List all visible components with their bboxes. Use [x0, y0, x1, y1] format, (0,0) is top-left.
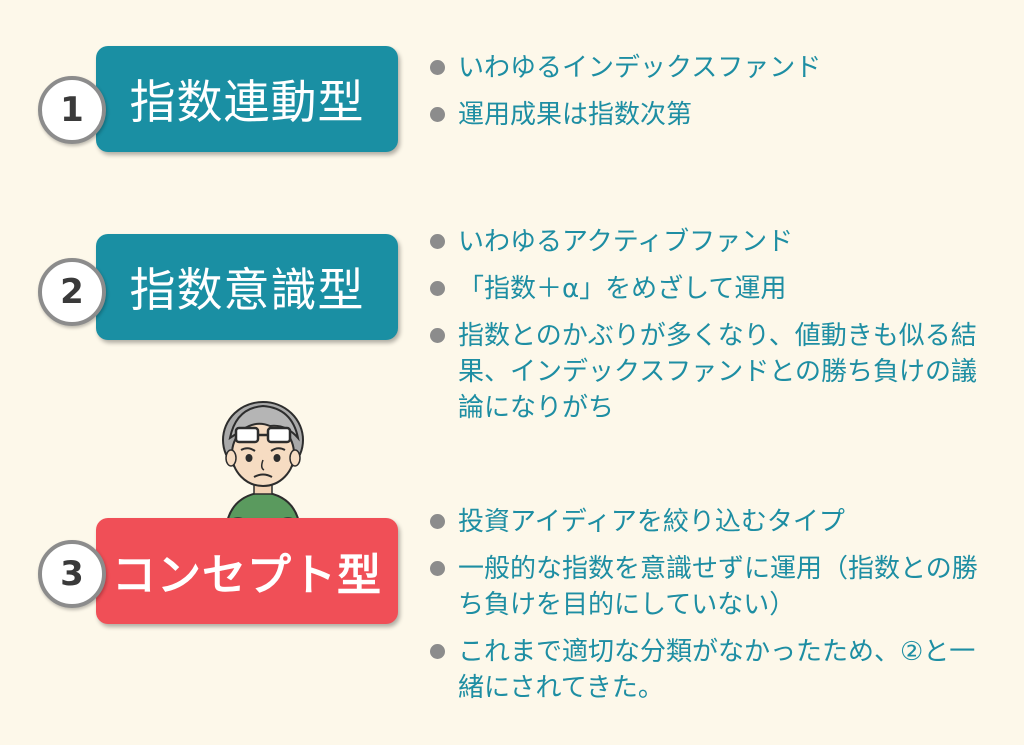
section-1-number: 1 [38, 76, 106, 144]
section-2-number: 2 [38, 258, 106, 326]
list-item: これまで適切な分類がなかったため、②と一緒にされてきた。 [428, 634, 988, 706]
bullet-dot-icon [430, 328, 445, 343]
section-1-bullets: いわゆるインデックスファンド 運用成果は指数次第 [428, 50, 988, 144]
bullet-text: いわゆるアクティブファンド [458, 227, 794, 257]
bullet-text: 指数とのかぶりが多くなり、値動きも似る結果、インデックスファンドとの勝ち負けの議… [458, 321, 977, 423]
list-item: いわゆるアクティブファンド [428, 224, 988, 260]
section-3-title: コンセプト型 [96, 518, 398, 624]
bullet-dot-icon [430, 561, 445, 576]
list-item: 投資アイディアを絞り込むタイプ [428, 504, 988, 540]
bullet-dot-icon [430, 514, 445, 529]
elderly-man-illustration [222, 401, 304, 528]
section-3-bullets: 投資アイディアを絞り込むタイプ 一般的な指数を意識せずに運用（指数との勝ち負けを… [428, 504, 988, 717]
bullet-text: 一般的な指数を意識せずに運用（指数との勝ち負けを目的にしていない） [458, 554, 978, 620]
bullet-text: 運用成果は指数次第 [458, 100, 693, 130]
list-item: いわゆるインデックスファンド [428, 50, 988, 86]
bullet-dot-icon [430, 107, 445, 122]
bullet-dot-icon [430, 60, 445, 75]
bullet-text: これまで適切な分類がなかったため、②と一緒にされてきた。 [458, 637, 976, 703]
section-1-title: 指数連動型 [96, 46, 398, 152]
section-2-bullets: いわゆるアクティブファンド 「指数＋α」をめざして運用 指数とのかぶりが多くなり… [428, 224, 988, 437]
bullet-dot-icon [430, 644, 445, 659]
section-3-number: 3 [38, 540, 106, 608]
list-item: 指数とのかぶりが多くなり、値動きも似る結果、インデックスファンドとの勝ち負けの議… [428, 318, 988, 426]
bullet-text: いわゆるインデックスファンド [458, 53, 822, 83]
bullet-text: 「指数＋α」をめざして運用 [458, 274, 787, 304]
bullet-text: 投資アイディアを絞り込むタイプ [458, 507, 845, 537]
bullet-dot-icon [430, 281, 445, 296]
list-item: 一般的な指数を意識せずに運用（指数との勝ち負けを目的にしていない） [428, 551, 988, 623]
bullet-dot-icon [430, 234, 445, 249]
list-item: 運用成果は指数次第 [428, 97, 988, 133]
section-2-title: 指数意識型 [96, 234, 398, 340]
list-item: 「指数＋α」をめざして運用 [428, 271, 988, 307]
